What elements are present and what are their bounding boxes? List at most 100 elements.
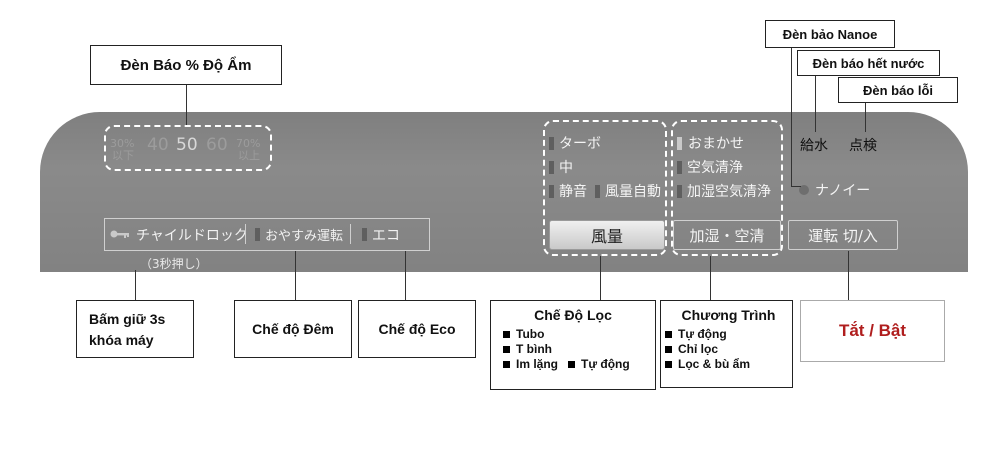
check-indicator-label: 点検 — [849, 138, 877, 154]
bullet-icon — [503, 361, 510, 369]
control-panel-shade — [40, 112, 968, 272]
filter-item-turbo: Tubo — [503, 327, 655, 342]
control-panel — [40, 112, 968, 272]
eco-callout: Chế độ Eco — [358, 300, 476, 358]
humidity-50: 50 — [176, 135, 198, 155]
power-callout: Tắt / Bật — [800, 300, 945, 362]
eco-button[interactable]: エコ — [362, 218, 400, 251]
turbo-indicator-icon — [549, 136, 554, 150]
sleep-indicator-icon — [255, 228, 260, 241]
program-leader-line — [710, 256, 711, 300]
strip-divider — [350, 224, 351, 244]
fan-auto-label: 風量自動 — [605, 184, 661, 200]
filter-item-quiet-auto: Im lặng Tự động — [503, 357, 655, 372]
eco-indicator-icon — [362, 228, 367, 241]
sleep-label: おやすみ運転 — [265, 229, 344, 244]
humidity-low-label: 以下 — [112, 149, 134, 162]
program-callout-title: Chương Trình — [681, 307, 776, 323]
mode-clean-label: 空気清浄 — [687, 160, 743, 176]
water-leader-line — [815, 76, 816, 132]
night-leader-line — [295, 251, 296, 301]
program-callout: Chương Trình Tự động Chỉ lọc Lọc & bù ẩm — [660, 300, 793, 388]
mode-clean-row: 空気清浄 — [677, 157, 743, 177]
fan-speed-button-label: 風量 — [590, 227, 623, 246]
fan-speed-group — [543, 120, 667, 256]
eco-label: エコ — [372, 227, 400, 244]
child-lock-button[interactable]: チャイルドロック — [110, 218, 248, 251]
bullet-icon — [665, 346, 672, 354]
program-item-filter-only: Chỉ lọc — [665, 342, 792, 357]
humidity-high-label: 以上 — [238, 149, 260, 162]
mode-group — [671, 120, 783, 256]
mode-humid-label: 加湿空気清浄 — [687, 184, 771, 200]
fan-mid-row: 中 — [549, 157, 573, 177]
auto-indicator-icon — [595, 184, 600, 198]
power-button[interactable]: 運転 切/入 — [788, 220, 898, 250]
nanoe-leader-line — [791, 48, 792, 186]
humidity-high-percent: 70% — [236, 137, 261, 150]
child-lock-callout-line1: Bấm giữ 3s — [89, 311, 166, 327]
humidity-60: 60 — [206, 135, 228, 155]
bullet-icon — [568, 361, 576, 369]
water-callout-text: Đèn báo hết nước — [812, 55, 925, 71]
humidity-low-percent: 30% — [110, 137, 135, 150]
sleep-button[interactable]: おやすみ運転 — [255, 218, 343, 251]
mode-humid-indicator-icon — [677, 184, 682, 198]
bullet-icon — [665, 331, 672, 339]
fan-quiet-row: 静音 風量自動 — [549, 181, 661, 201]
mode-auto-label: おまかせ — [688, 136, 744, 152]
filter-callout-title: Chế Độ Lọc — [534, 307, 612, 323]
fan-turbo-row: ターボ — [549, 133, 601, 153]
bullet-icon — [503, 346, 510, 354]
water-callout: Đèn báo hết nước — [797, 50, 940, 76]
filter-leader-line — [600, 256, 601, 300]
humidity-40: 40 — [147, 135, 169, 155]
left-button-strip — [104, 218, 430, 251]
mode-auto-row: おまかせ — [677, 133, 744, 153]
mode-clean-indicator-icon — [677, 160, 682, 174]
power-leader-line — [848, 251, 849, 300]
error-callout: Đèn báo lỗi — [838, 77, 958, 103]
error-leader-line — [865, 103, 866, 132]
water-indicator-label: 給水 — [800, 138, 828, 154]
mode-humid-row: 加湿空気清浄 — [677, 181, 771, 201]
nanoe-dot-icon — [799, 185, 809, 195]
nanoe-indicator: ナノイー — [799, 180, 870, 200]
humidity-leader-line — [186, 85, 187, 125]
child-lock-callout-line2: khóa máy — [89, 332, 154, 348]
program-item-filter-humid: Lọc & bù ẩm — [665, 357, 792, 372]
bullet-icon — [665, 361, 672, 369]
key-icon — [110, 227, 130, 243]
fan-turbo-label: ターボ — [559, 136, 601, 152]
nanoe-callout: Đèn bảo Nanoe — [765, 20, 895, 48]
mode-button[interactable]: 加湿・空清 — [673, 220, 781, 250]
program-item-auto: Tự động — [665, 327, 792, 342]
filter-callout: Chế Độ Lọc Tubo T bình Im lặng Tự động — [490, 300, 656, 390]
bullet-icon — [503, 331, 510, 339]
night-callout-text: Chế độ Đêm — [252, 321, 334, 337]
power-callout-text: Tắt / Bật — [838, 321, 907, 340]
child-lock-note: （3秒押し） — [140, 257, 208, 271]
fan-mid-label: 中 — [559, 160, 573, 176]
fan-quiet-label: 静音 — [559, 184, 587, 200]
child-lock-label: チャイルドロック — [136, 227, 248, 244]
night-callout: Chế độ Đêm — [234, 300, 352, 358]
mode-auto-indicator-icon — [677, 136, 682, 150]
nanoe-callout-text: Đèn bảo Nanoe — [782, 26, 878, 42]
power-button-label: 運転 切/入 — [808, 226, 878, 245]
child-lock-leader-line — [135, 270, 136, 300]
filter-item-medium: T bình — [503, 342, 655, 357]
quiet-indicator-icon — [549, 184, 554, 198]
mid-indicator-icon — [549, 160, 554, 174]
child-lock-callout: Bấm giữ 3s khóa máy — [76, 300, 194, 358]
humidity-indicator-group — [104, 125, 272, 171]
eco-leader-line — [405, 251, 406, 301]
error-callout-text: Đèn báo lỗi — [862, 82, 934, 98]
strip-divider — [245, 224, 246, 244]
eco-callout-text: Chế độ Eco — [378, 321, 456, 337]
humidity-callout-text: Đèn Báo % Độ Ẩm — [120, 56, 252, 74]
nanoe-label: ナノイー — [815, 183, 871, 199]
humidity-callout: Đèn Báo % Độ Ẩm — [90, 45, 282, 85]
nanoe-leader-hook — [791, 186, 801, 187]
fan-speed-button[interactable]: 風量 — [549, 220, 665, 250]
